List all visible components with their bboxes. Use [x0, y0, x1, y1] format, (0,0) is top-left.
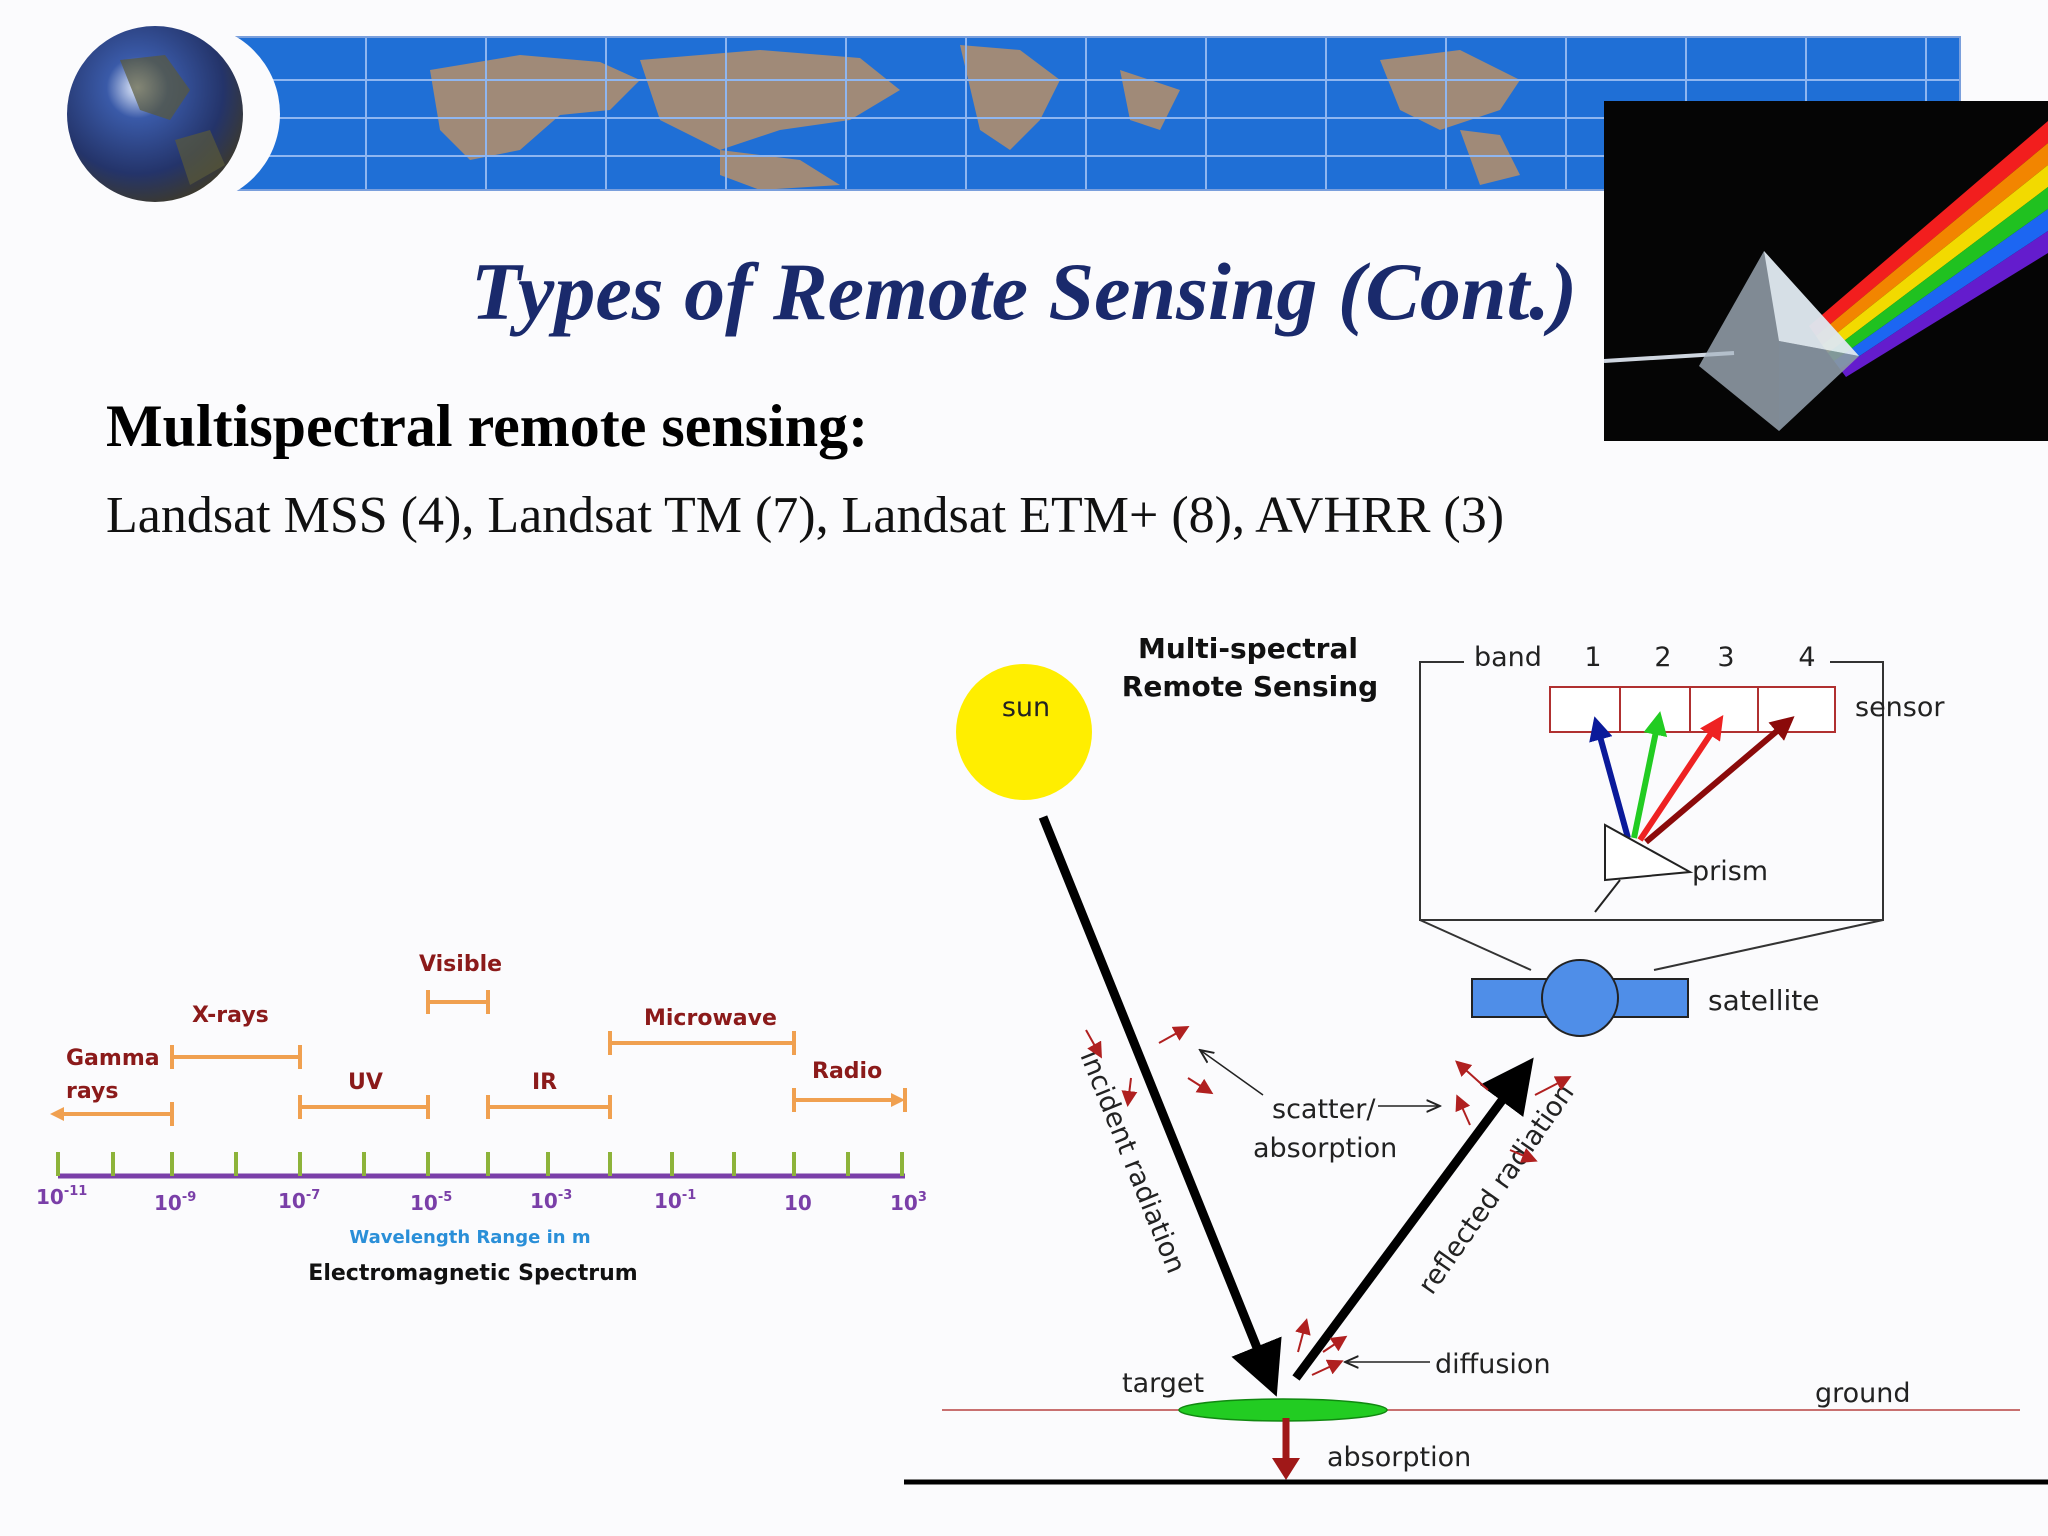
band-label-xrays: X-rays — [192, 1003, 269, 1028]
tick-label-1e-5: 10-5 — [410, 1190, 452, 1215]
world-map-graphic — [430, 45, 1520, 190]
band-label-uv: UV — [348, 1070, 383, 1095]
axis-ticks — [56, 1152, 904, 1176]
absorption-label: absorption — [1327, 1442, 1471, 1473]
band-number-1: 1 — [1584, 642, 1601, 673]
satellite-icon — [1471, 959, 1689, 1037]
band-label-visible: Visible — [419, 952, 502, 977]
dispersed-rays — [1589, 711, 1795, 845]
multispectral-remote-sensing-diagram: sun Multi-spectral Remote Sensing band 1… — [904, 632, 2048, 1485]
bracket-xrays — [170, 1045, 302, 1069]
ground-label: ground — [1815, 1378, 1911, 1409]
diagram-title-line1: Multi-spectral — [1138, 632, 1358, 665]
band-label-gamma-line2: rays — [66, 1079, 118, 1104]
scatter-label-line2: absorption — [1253, 1133, 1397, 1164]
tick-label-1e-9: 10-9 — [154, 1190, 196, 1215]
band-number-3: 3 — [1717, 642, 1734, 673]
band-number-2: 2 — [1654, 642, 1671, 673]
axis-label: Wavelength Range in m — [349, 1227, 590, 1248]
sensor-prism-icon — [1594, 823, 1694, 913]
incident-radiation-label: incident radiation — [1074, 1046, 1192, 1278]
prism-photo — [1604, 101, 2048, 441]
tick-label-1e-1: 10-1 — [654, 1188, 696, 1213]
bracket-gamma — [50, 1102, 174, 1126]
target-area — [1178, 1398, 1388, 1422]
band-label-ir: IR — [532, 1070, 557, 1095]
bracket-microwave — [608, 1031, 796, 1055]
diagram-title-line2: Remote Sensing — [1122, 670, 1378, 703]
scatter-label-line1: scatter/ — [1272, 1094, 1376, 1125]
rainbow-beam — [1809, 121, 2048, 377]
band-number-4: 4 — [1798, 642, 1815, 673]
scatter-pointer-left — [1200, 1050, 1264, 1096]
sun-label: sun — [1002, 692, 1050, 723]
tick-label-10: 10 — [784, 1191, 812, 1215]
tick-label-1e-11: 10-11 — [36, 1184, 87, 1209]
tick-label-1e-3: 10-3 — [530, 1188, 572, 1213]
slide-title: Types of Remote Sensing (Cont.) — [470, 246, 1578, 337]
scatter-arrows — [1085, 1026, 1572, 1376]
incident-radiation-arrow — [1038, 815, 1282, 1397]
target-label: target — [1122, 1368, 1204, 1399]
bracket-radio — [792, 1088, 907, 1112]
bracket-ir — [486, 1095, 612, 1119]
spectrum-caption: Electromagnetic Spectrum — [308, 1261, 637, 1286]
band-label-microwave: Microwave — [644, 1006, 777, 1031]
bracket-uv — [298, 1095, 430, 1119]
band-label: band — [1474, 642, 1542, 673]
sensor-inset-box — [1419, 661, 1884, 971]
sensor-array — [1549, 686, 1836, 733]
band-label-gamma-line1: Gamma — [66, 1046, 160, 1071]
sun-icon — [956, 664, 1092, 800]
diffusion-label: diffusion — [1435, 1349, 1551, 1380]
electromagnetic-spectrum-diagram: Gamma rays X-rays UV Visible IR Microwav… — [36, 952, 927, 1286]
tick-label-1e3: 103 — [890, 1190, 927, 1215]
bracket-visible — [426, 990, 490, 1014]
sensor-list-text: Landsat MSS (4), Landsat TM (7), Landsat… — [106, 487, 1505, 544]
reflected-radiation-arrow — [1292, 1057, 1534, 1381]
sensor-label: sensor — [1855, 692, 1945, 723]
band-label-radio: Radio — [812, 1059, 882, 1084]
slide-subtitle: Multispectral remote sensing: — [106, 393, 869, 459]
satellite-label: satellite — [1708, 984, 1820, 1017]
absorption-arrow-head — [1272, 1458, 1300, 1480]
tick-label-1e-7: 10-7 — [278, 1188, 320, 1213]
prism-label: prism — [1692, 856, 1768, 887]
